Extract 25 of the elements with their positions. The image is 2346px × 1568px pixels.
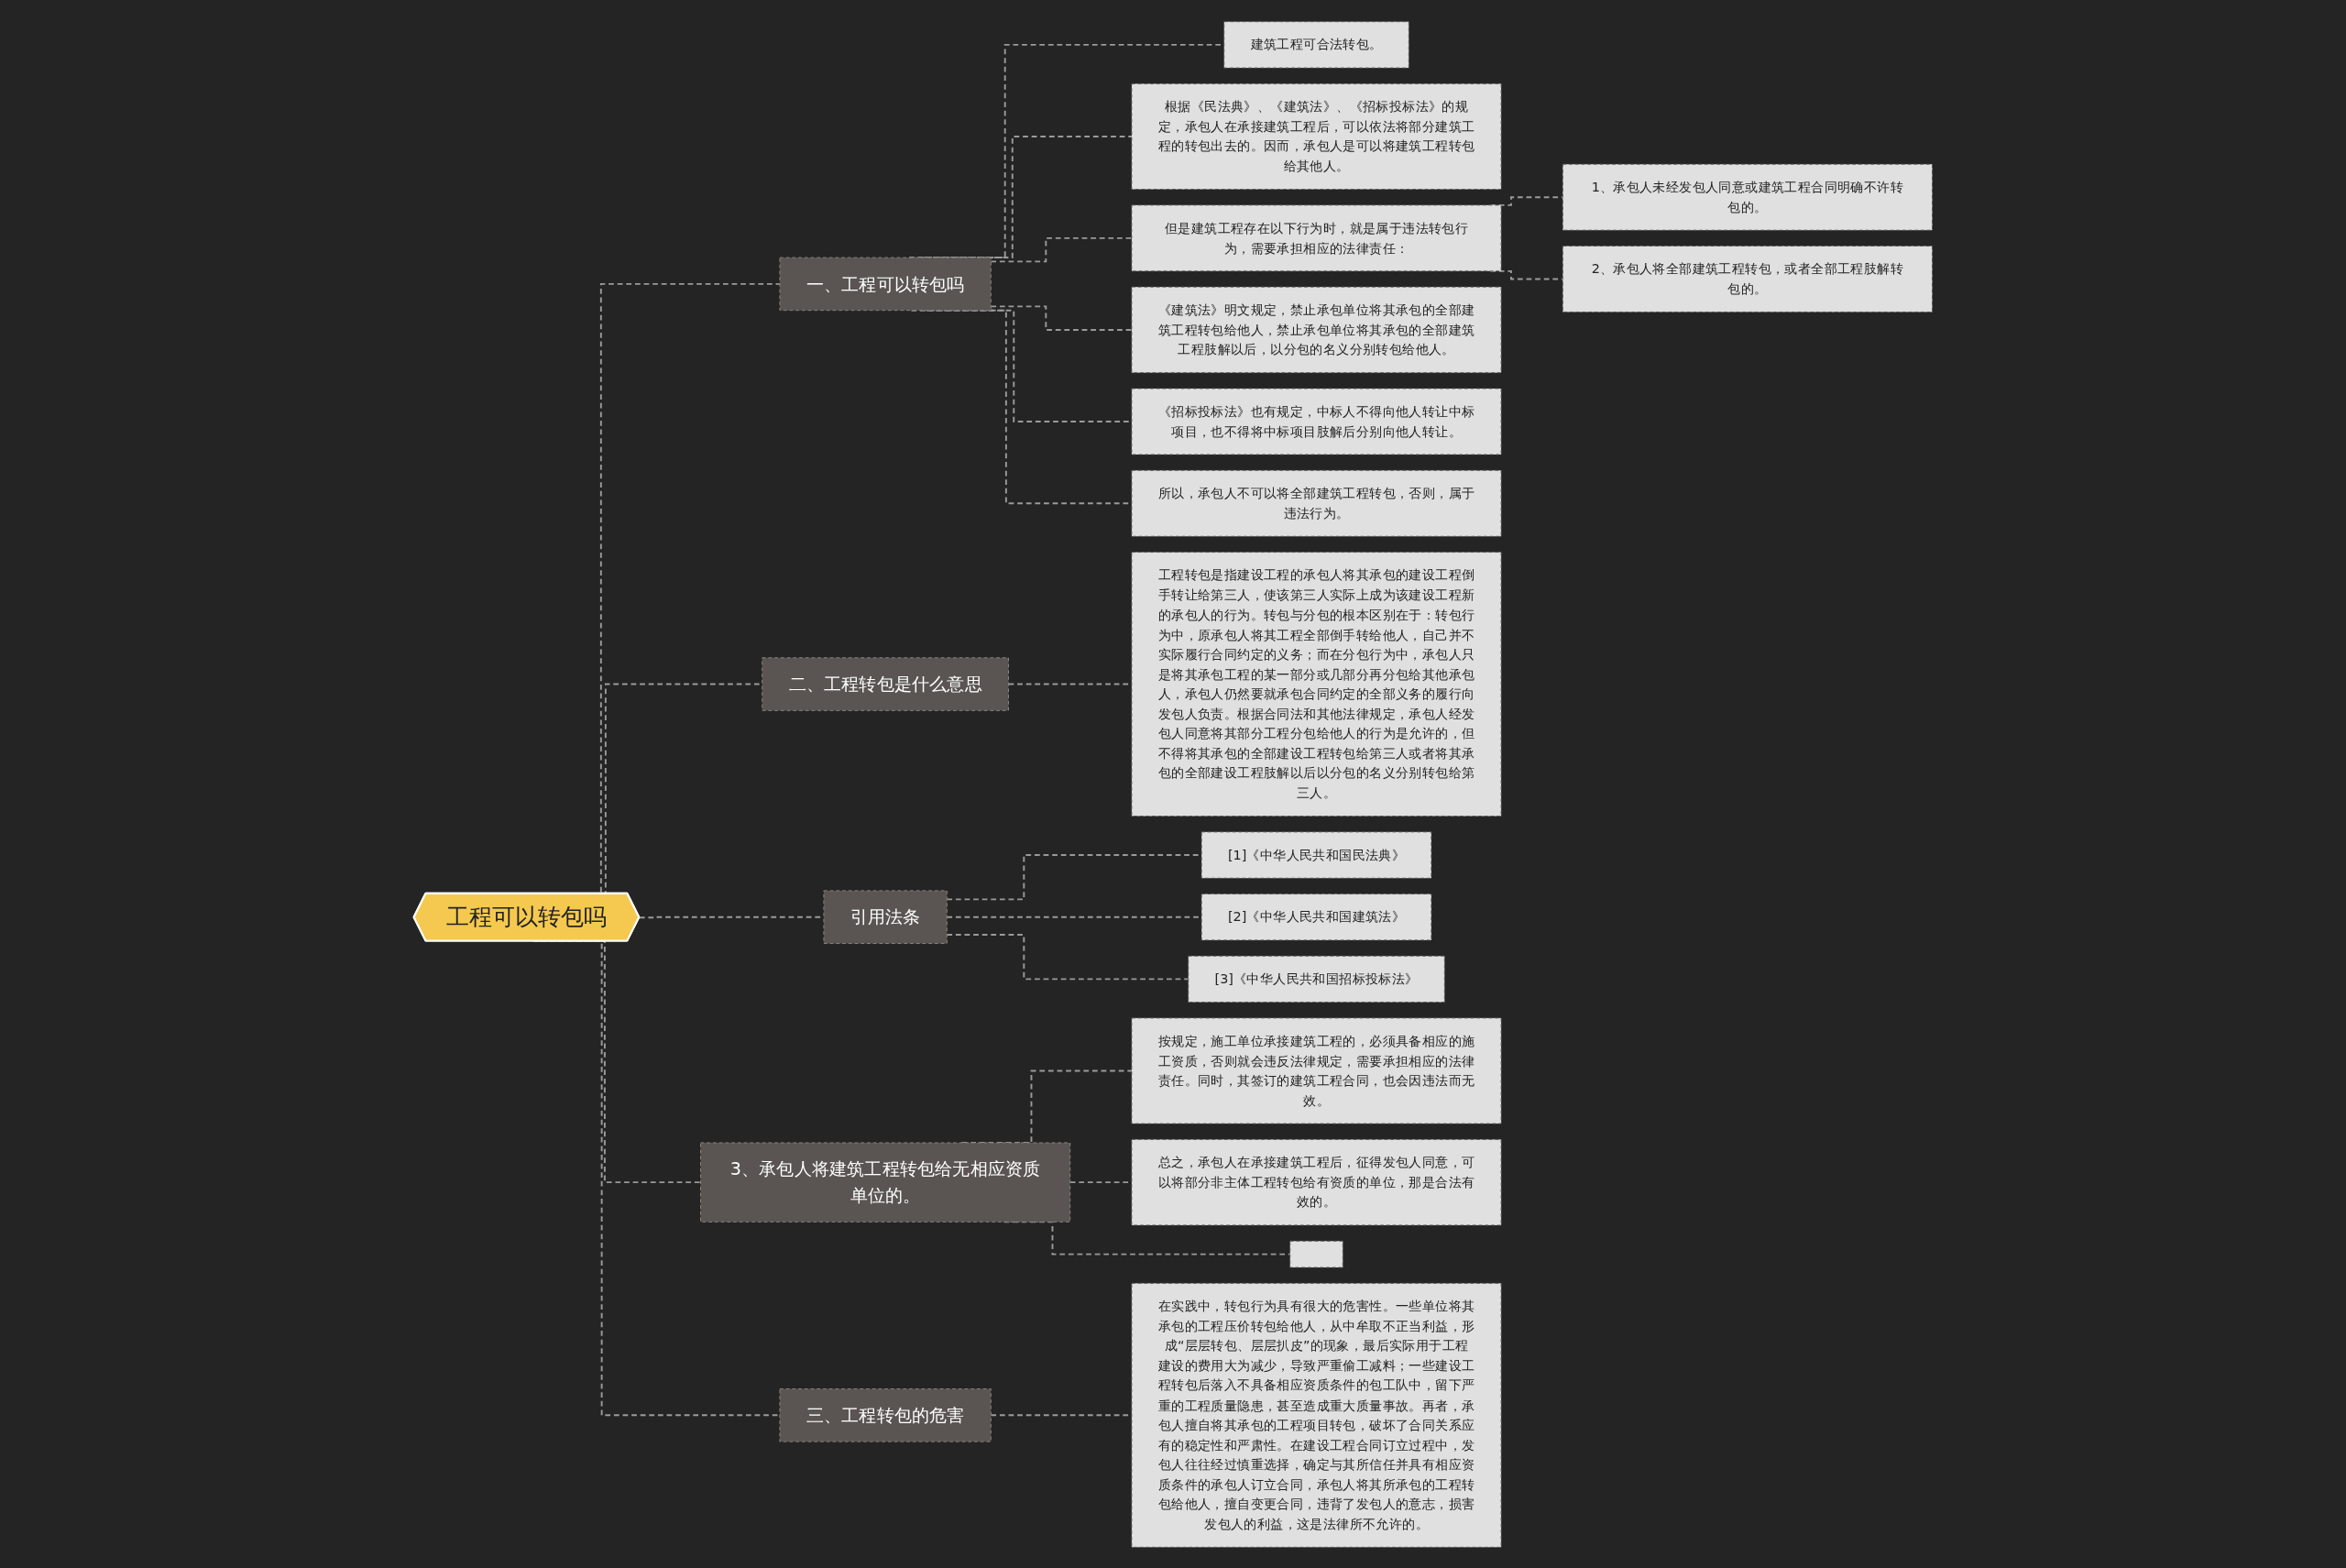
connector: [1003, 1220, 1291, 1255]
node-box: 《招标投标法》也有规定，中标人不得向他人转让中标项目，也不得将中标项目肢解后分别向他人转让。: [1131, 388, 1502, 455]
node-box: 所以，承包人不可以将全部建筑工程转包，否则，属于违法行为。: [1131, 469, 1502, 537]
node-box: [2]《中华人民共和国建筑法》: [1200, 893, 1432, 940]
node-box: 3、承包人将建筑工程转包给无相应资质单位的。: [700, 1142, 1071, 1223]
node-box: 但是建筑工程存在以下行为时，就是属于违法转包行为，需要承担相应的法律责任：: [1131, 203, 1502, 271]
connector: [990, 304, 1133, 331]
node-box: 三、工程转包的危害: [779, 1387, 992, 1442]
node-box: 总之，承包人在承接建筑工程后，征得发包人同意，可以将部分非主体工程转包给有资质的单位，那是合法有效的。: [1131, 1138, 1502, 1225]
node-box: 在实践中，转包行为具有很大的危害性。一些单位将其承包的工程压价转包给他人，从中牟取不正当利益，形成“层层转包、层层扒皮”的现象，最后实际用于工程建设的费用大为减少，导致严重偷工减料；一些建设工程转包后落入不具备相应资质条件的包工队中，留下严重的工程质量隐患，甚至造成重大质量事故。再者，承包人擅自将其承包的工程项目转包，破坏了合同关系应有的稳定性和严肃性。在建设工程合同订立过程中，发包人往往经过慎重选择，确定与其所信任并具有相应资质条件的承包人订立合同，承包人将其所承包的工程转包给他人，擅自变更合同，违背了发包人的意志，损害发包人的利益，这是法律所不允许的。: [1131, 1282, 1502, 1548]
node-box: [1289, 1240, 1343, 1267]
node-box: 二、工程转包是什么意思: [762, 656, 1009, 711]
node-box: 2、承包人将全部建筑工程转包，或者全部工程肢解转包的。: [1562, 245, 1933, 313]
node-box: 《建筑法》明文规定，禁止承包单位将其承包的全部建筑工程转包给他人，禁止承包单位将其承包的全部建筑工程肢解以后，以分包的名义分别转包给他人。: [1131, 286, 1502, 373]
node-box: 建筑工程可合法转包。: [1223, 20, 1409, 69]
node-box: [1]《中华人民共和国民法典》: [1200, 830, 1432, 879]
node-box: 按规定，施工单位承接建筑工程的，必须具备相应的施工资质，否则就会违反法律规定，需要承担相应的法律责任。同时，其签订的建筑工程合同，也会因违法而无效。: [1131, 1016, 1502, 1124]
node-box: 1、承包人未经发包人同意或建筑工程合同明确不许转包的。: [1562, 163, 1933, 231]
connector: [946, 933, 1189, 980]
node-box: 一、工程可以转包吗: [779, 257, 992, 311]
node-box: 工程转包是指建设工程的承包人将其承包的建设工程倒手转让给第三人，使该第三人实际上成为该建设工程新的承包人的行为。转包与分包的根本区别在于：转包行为中，原承包人将其工程全部倒手转给他人，自己并不实际履行合同约定的义务；而在分包行为中，承包人只是将其承包工程的某一部分或几部分再分包给其他承包人，承包人仍然要就承包合同约定的全部义务的履行向发包人负责。根据合同法和其他法律规定，承包人经发包人同意将其部分工程分包给他人的行为是允许的，但不得将其承包的全部建设工程转包给第三人或者将其承包的全部建设工程肢解以后以分包的名义分别转包给第三人。: [1131, 551, 1502, 817]
node-box: 引用法条: [823, 889, 948, 944]
connector: [990, 236, 1133, 262]
node-box: [3]《中华人民共和国招标投标法》: [1188, 955, 1445, 1003]
node-box: 根据《民法典》、《建筑法》、《招标投标法》的规定，承包人在承接建筑工程后，可以依法将部分建筑工程的转包出去的。因而，承包人是可以将建筑工程转包给其他人。: [1131, 82, 1502, 190]
